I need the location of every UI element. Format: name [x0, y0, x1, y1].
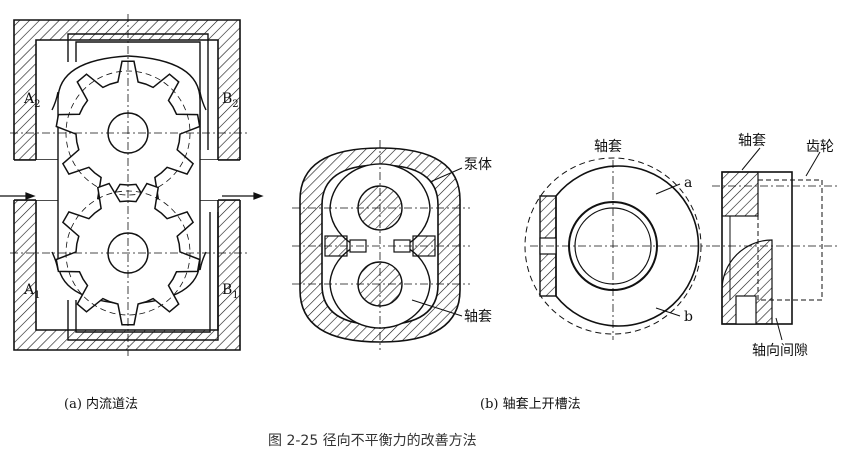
- label-sleeve-mid: 轴套: [594, 139, 622, 155]
- label-b: b: [684, 309, 693, 325]
- label-axial-gap: 轴向间隙: [752, 343, 808, 359]
- figure-caption: 图 2-25 径向不平衡力的改善方法: [268, 433, 477, 449]
- label-gear: 齿轮: [806, 139, 834, 155]
- label-b1: B1: [222, 282, 239, 301]
- label-pump-body: 泵体: [464, 157, 492, 173]
- sub-caption-a: (a) 内流道法: [64, 397, 139, 412]
- flow-arrows: [0, 192, 264, 200]
- label-sleeve-right: 轴套: [738, 133, 766, 149]
- label-a2: A2: [24, 91, 41, 110]
- pump-body: [292, 140, 470, 350]
- label-a: a: [684, 175, 693, 191]
- sleeve-front-view: [524, 157, 710, 340]
- label-b2: B2: [222, 91, 239, 110]
- label-a1: A1: [24, 282, 41, 301]
- pump-a-centerlines: [10, 14, 250, 356]
- label-sleeve-left: 轴套: [464, 309, 492, 325]
- sub-caption-b: (b) 轴套上开槽法: [480, 397, 581, 412]
- sleeve-section-view: [712, 147, 840, 341]
